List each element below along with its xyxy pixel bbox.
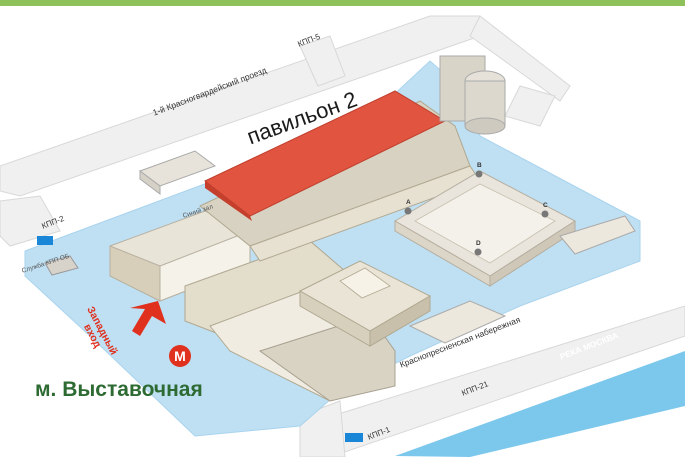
central-pyramid-building	[298, 260, 432, 347]
south-east-building	[408, 300, 507, 344]
road-west	[0, 195, 61, 247]
west-entrance-arrow	[130, 301, 166, 336]
tower-building	[439, 55, 506, 135]
dome-section-c: C	[543, 202, 548, 209]
pavilion-2-building	[199, 90, 481, 262]
dome-section-d: D	[476, 240, 481, 247]
metro-station-name: м. Выставочная	[35, 378, 203, 401]
kpp1-marker	[345, 433, 363, 442]
metro-logo: M	[169, 345, 191, 367]
road-kpp5	[299, 35, 346, 87]
kpp-ob-building	[44, 255, 79, 276]
expocentre-site-map: M	[0, 15, 685, 457]
dome-section-b: B	[477, 162, 482, 169]
dome-section-a: A	[406, 199, 411, 206]
forum-dome-building	[394, 170, 576, 287]
top-accent-bar	[0, 0, 685, 6]
river-moskva	[395, 351, 685, 457]
kpp2-marker	[37, 236, 53, 245]
road-east-loop	[504, 85, 556, 127]
metro-logo-letter: M	[174, 348, 186, 364]
east-building	[559, 215, 636, 255]
road-east	[469, 15, 571, 102]
